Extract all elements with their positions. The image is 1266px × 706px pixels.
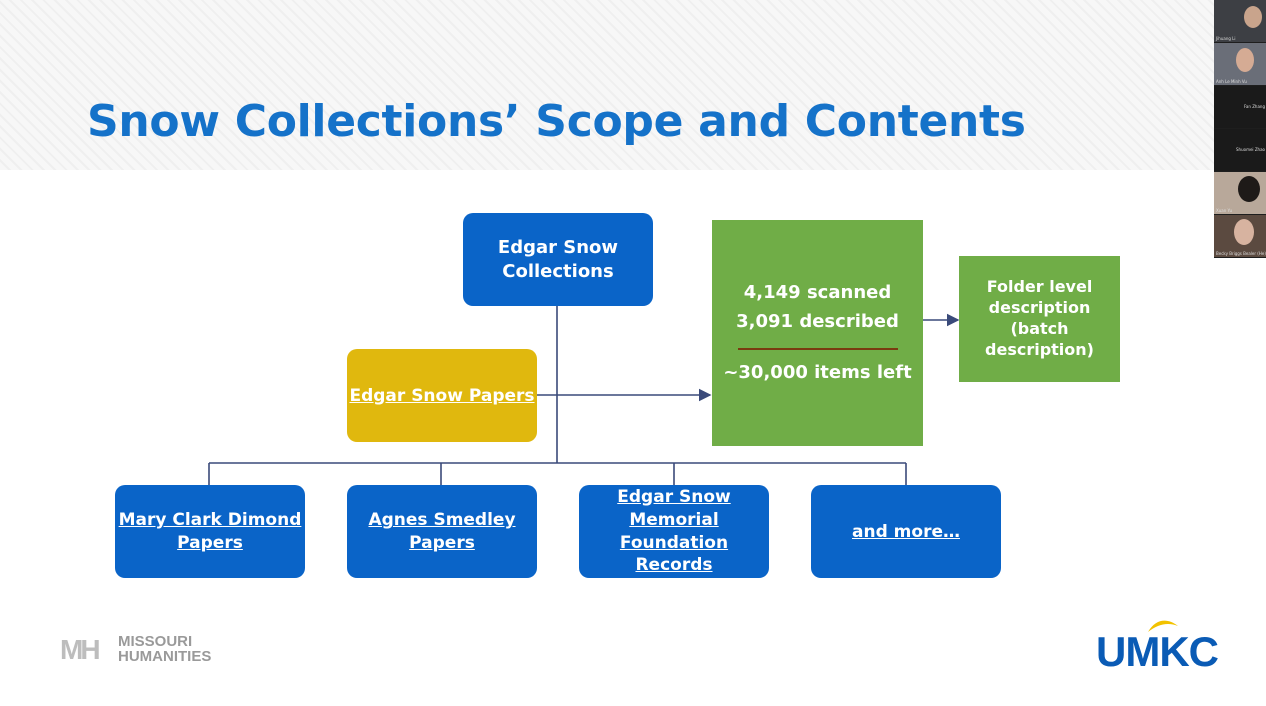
participant-tile-4[interactable]: Shuomei Zhao — [1214, 129, 1266, 171]
participant-tile-3[interactable]: Fan Zhang — [1214, 86, 1266, 128]
participant-name: Fan Zhang — [1244, 104, 1265, 109]
participant-tile-5[interactable]: Xuan Yu — [1214, 172, 1266, 214]
participant-tile-1[interactable]: Jihuang Li — [1214, 0, 1266, 42]
child-box-agnes-smedley[interactable]: Agnes Smedley Papers — [347, 485, 537, 578]
agnes-smedley-link[interactable]: Agnes Smedley Papers — [368, 510, 516, 553]
child-box-edgar-snow-memorial[interactable]: Edgar Snow Memorial Foundation Records — [579, 485, 769, 578]
slide-header-band — [0, 0, 1266, 170]
slide-title: Snow Collections’ Scope and Contents — [87, 96, 1026, 147]
edgar-snow-papers-link[interactable]: Edgar Snow Papers — [349, 385, 535, 406]
and-more-link[interactable]: and more… — [852, 521, 960, 542]
participant-name: Jihuang Li — [1216, 36, 1236, 41]
participant-name: Xuan Yu — [1216, 208, 1233, 213]
folder-level-box: Folder level description (batch descript… — [959, 256, 1120, 382]
participant-name: Anh Le Minh Vu — [1216, 79, 1247, 84]
child-box-and-more[interactable]: and more… — [811, 485, 1001, 578]
umkc-logo: UMKC — [1096, 620, 1219, 676]
missouri-humanities-text: MISSOURI HUMANITIES — [118, 633, 212, 665]
stats-described: 3,091 described — [736, 311, 899, 332]
participant-avatar — [1234, 219, 1254, 245]
participant-name: Shuomei Zhao — [1236, 147, 1265, 152]
participant-tile-2[interactable]: Anh Le Minh Vu — [1214, 43, 1266, 85]
mary-clark-dimond-link[interactable]: Mary Clark Dimond Papers — [118, 510, 302, 553]
umkc-logo-text: UMKC — [1096, 628, 1219, 675]
root-box-edgar-snow-collections: Edgar Snow Collections — [463, 213, 653, 306]
stats-scanned: 4,149 scanned — [743, 282, 892, 303]
child-box-mary-clark-dimond[interactable]: Mary Clark Dimond Papers — [115, 485, 305, 578]
stats-box: 4,149 scanned 3,091 described ~30,000 it… — [712, 220, 923, 446]
root-box-label: Edgar Snow Collections — [497, 237, 619, 282]
stats-left: ~30,000 items left — [723, 362, 912, 383]
participant-avatar — [1236, 48, 1254, 72]
missouri-humanities-mark: MH — [60, 634, 101, 665]
missouri-humanities-logo: MH MISSOURI HUMANITIES — [60, 632, 220, 668]
participant-avatar — [1238, 176, 1260, 202]
folder-level-label: Folder level description (batch descript… — [985, 277, 1094, 359]
video-participants-panel: Jihuang Li Anh Le Minh Vu Fan Zhang Shuo… — [1214, 0, 1266, 258]
participant-tile-6[interactable]: Becky Briggs Bealer (He) — [1214, 215, 1266, 257]
participant-avatar — [1244, 6, 1262, 28]
edgar-snow-memorial-link[interactable]: Edgar Snow Memorial Foundation Records — [617, 486, 731, 576]
edgar-snow-papers-link-box[interactable]: Edgar Snow Papers — [347, 349, 537, 442]
participant-name: Becky Briggs Bealer (He) — [1216, 251, 1266, 256]
umkc-flame-icon — [1148, 620, 1178, 632]
stats-divider — [737, 348, 898, 350]
